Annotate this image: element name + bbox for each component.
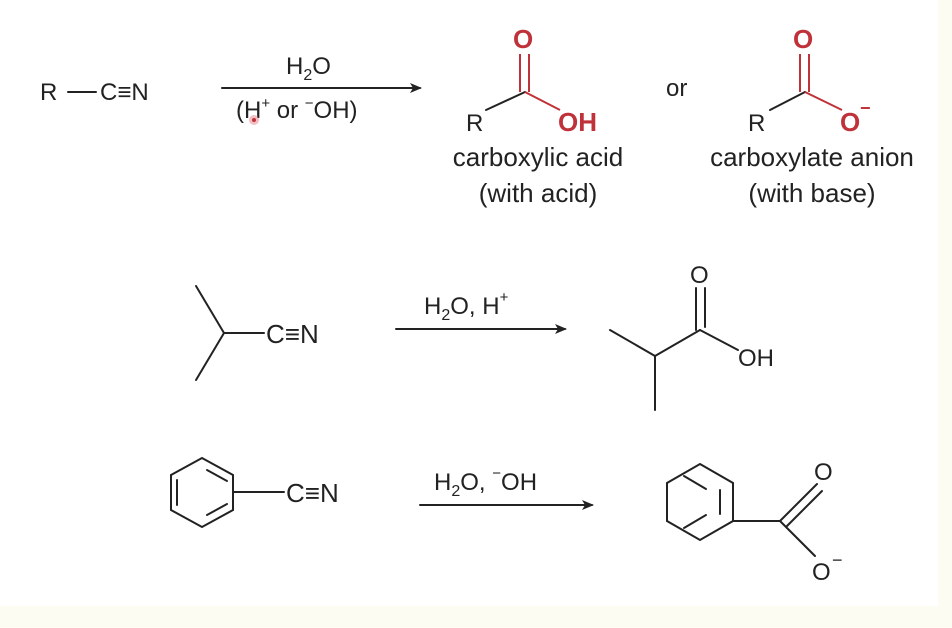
ex1-nitrile-label: C≡N	[266, 319, 319, 349]
acid-name-label: carboxylic acid	[453, 142, 624, 172]
ex2-minus-charge: −	[832, 550, 843, 570]
acid-condition-note: (with acid)	[479, 178, 597, 208]
ex1-upper-methyl-bond	[195, 285, 225, 334]
ex2-ring-double-2	[206, 503, 228, 516]
cursor-dot	[252, 118, 256, 122]
acid-c-oh-bond	[524, 91, 561, 111]
ex1-reagent-label: H2O, H+	[424, 289, 509, 324]
example-benzonitrile: C≡N H2O, −OH O O −	[170, 456, 843, 586]
acid-r-c-bond	[485, 91, 526, 111]
anion-o-label: O	[840, 107, 860, 137]
ex1-prod-ch-c-bond	[654, 329, 701, 357]
ex2-nitrile-label: C≡N	[286, 478, 339, 508]
anion-condition-note: (with base)	[748, 178, 875, 208]
carboxylic-acid-structure: O R OH carboxylic acid (with acid)	[453, 24, 624, 208]
ex1-carbonyl-o-label: O	[690, 262, 709, 289]
ex2-c-o-single-bond	[779, 520, 816, 557]
anion-c-o-bond	[804, 91, 843, 111]
ex2-reagent-label: H2O, −OH	[434, 465, 537, 500]
anion-r-label: R	[748, 110, 765, 137]
ex2-co-double-2	[786, 490, 823, 527]
anion-carbonyl-o-label: O	[793, 24, 813, 54]
ex1-prod-methyl-bond	[609, 329, 656, 357]
ex2-product-benzene-ring	[666, 462, 734, 542]
ex2-ring-double-1	[206, 469, 228, 482]
reagent-water-label: H2O	[286, 53, 331, 84]
connector-or-label: or	[666, 75, 687, 102]
reactant-r-label: R	[40, 79, 57, 106]
conditions-label: (H+ or −OH)	[236, 95, 358, 124]
acid-r-label: R	[466, 110, 483, 137]
acid-oh-label: OH	[558, 107, 597, 137]
anion-minus-charge: −	[860, 98, 871, 118]
ex2-o-minus-label: O	[812, 559, 831, 586]
ex1-lower-methyl-bond	[195, 332, 225, 381]
ex1-oh-label: OH	[738, 345, 774, 372]
example-isobutyronitrile: C≡N H2O, H+ O OH	[195, 262, 774, 411]
reactant-nitrile-label: C≡N	[100, 79, 149, 106]
anion-name-label: carboxylate anion	[710, 142, 914, 172]
ex2-carbonyl-o-label: O	[814, 459, 833, 486]
ex2-prod-ring-double-2	[683, 514, 707, 529]
ex2-prod-ring-double-1	[683, 475, 707, 490]
anion-r-c-bond	[769, 91, 806, 111]
acid-carbonyl-o-label: O	[513, 24, 533, 54]
ex2-benzene-ring	[170, 456, 234, 529]
general-reaction: R C≡N H2O (H+ or −OH) O R OH carboxylic …	[40, 24, 914, 208]
carboxylate-anion-structure: O R O − carboxylate anion (with base)	[710, 24, 914, 208]
ex1-c-oh-bond	[699, 329, 739, 351]
ex2-co-double-1	[779, 483, 818, 522]
